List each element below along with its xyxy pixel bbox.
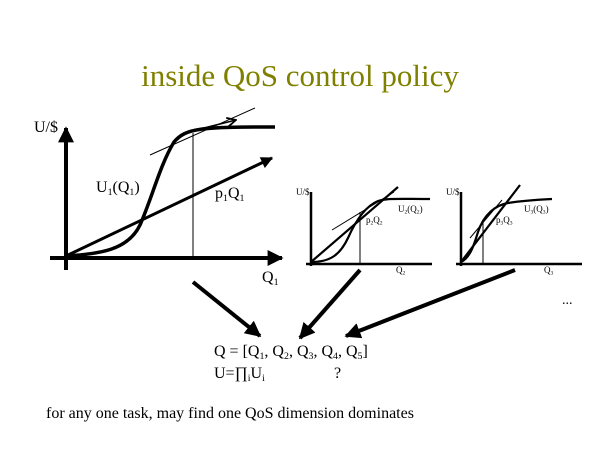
- plot-2-price-line: [310, 186, 399, 263]
- formula-q-vector: Q = [Q1, Q2, Q3, Q4, Q5]: [214, 343, 368, 362]
- formula-question-mark: ?: [334, 365, 342, 382]
- plot-3-utility-curve: [460, 197, 553, 264]
- plot-3-x-label: Q3: [544, 265, 554, 277]
- plot-1-utility-curve: [65, 125, 276, 258]
- plot-3-price-line: [460, 184, 521, 263]
- formula-utility-product: U=∏iUi: [214, 365, 265, 384]
- plot-2-curve-label: U2(Q2): [398, 204, 423, 216]
- plot-1-tangent-line: [149, 107, 256, 156]
- plot-1-line-label: p1Q1: [215, 185, 245, 204]
- arrow-from-plot-3: [344, 268, 516, 339]
- plot-2-x-label: Q2: [396, 265, 406, 277]
- more-ellipsis: ...: [562, 293, 573, 308]
- plot-2: [306, 186, 432, 266]
- slide-title: inside QoS control policy: [141, 58, 459, 93]
- plot-3-line-label: p3Q3: [496, 215, 513, 227]
- plot-2-tangent-line: [331, 191, 395, 231]
- plot-1-y-label: U/$: [34, 119, 58, 136]
- plot-3-y-label: U/$: [446, 187, 460, 197]
- plot-1: [50, 107, 284, 270]
- plot-3-curve-label: U3(Q3): [524, 204, 549, 216]
- plot-1-price-line: [65, 156, 274, 258]
- plot-2-y-label: U/$: [296, 187, 310, 197]
- plot-1-curve-label: U1(Q1): [96, 179, 140, 198]
- arrow-from-plot-2: [298, 268, 362, 340]
- plot-3-tangent-line: [469, 199, 503, 239]
- caption: for any one task, may find one QoS dimen…: [46, 405, 414, 422]
- plot-1-tangent-arrow: [195, 120, 236, 131]
- arrow-from-plot-1: [191, 280, 262, 338]
- plot-2-utility-curve: [310, 197, 431, 264]
- plot-3: [456, 184, 582, 266]
- plot-2-line-label: p2Q2: [366, 215, 383, 227]
- plot-1-x-label: Q1: [262, 269, 279, 288]
